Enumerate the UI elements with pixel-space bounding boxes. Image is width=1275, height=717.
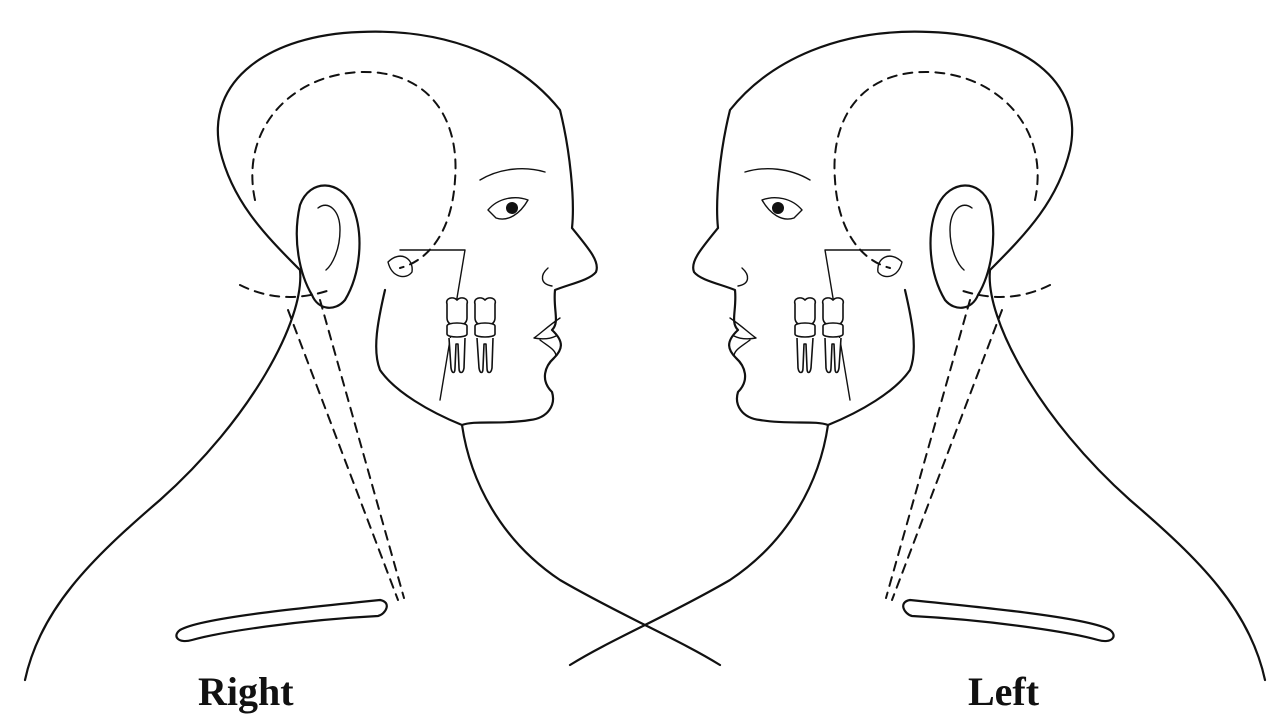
left-back-neck [990, 270, 1265, 680]
left-molar-1 [823, 298, 844, 373]
right-brow [480, 169, 545, 180]
left-condyle [878, 256, 902, 276]
right-nostril [542, 268, 552, 286]
label-right: Right [198, 672, 294, 712]
left-ear-inner [950, 205, 972, 270]
left-profile-head [570, 32, 1265, 680]
left-pupil [772, 202, 784, 214]
right-molar-2 [475, 298, 496, 373]
right-profile-head [25, 32, 720, 680]
right-molar-1 [447, 298, 468, 373]
right-neck-muscle-a [288, 310, 398, 600]
right-cranium-dashed [252, 72, 455, 268]
left-skull-base-dashed [960, 285, 1050, 297]
right-clavicle [176, 600, 386, 641]
right-ear-inner [318, 205, 340, 270]
right-pupil [506, 202, 518, 214]
left-molar-2 [795, 298, 816, 373]
right-teeth-group [447, 298, 496, 373]
left-cranium-dashed [834, 72, 1037, 268]
label-left: Left [968, 672, 1039, 712]
right-ear [297, 185, 360, 307]
left-neck-muscle-b [886, 300, 970, 598]
right-upper-lip [534, 318, 560, 339]
right-back-neck [25, 270, 300, 680]
right-skull-base-dashed [240, 285, 330, 297]
left-nostril [738, 268, 748, 286]
left-lower-lip [734, 340, 750, 356]
left-brow [745, 169, 810, 180]
left-ear [931, 185, 994, 307]
left-upper-lip [730, 318, 756, 339]
left-clavicle [903, 600, 1113, 641]
left-teeth-group [795, 298, 844, 373]
right-neck-muscle-b [320, 300, 404, 598]
right-lower-lip [540, 340, 556, 356]
left-neck-muscle-a [892, 310, 1002, 600]
right-condyle [388, 256, 412, 276]
left-head-outline [570, 32, 1072, 665]
right-head-outline [218, 32, 720, 665]
